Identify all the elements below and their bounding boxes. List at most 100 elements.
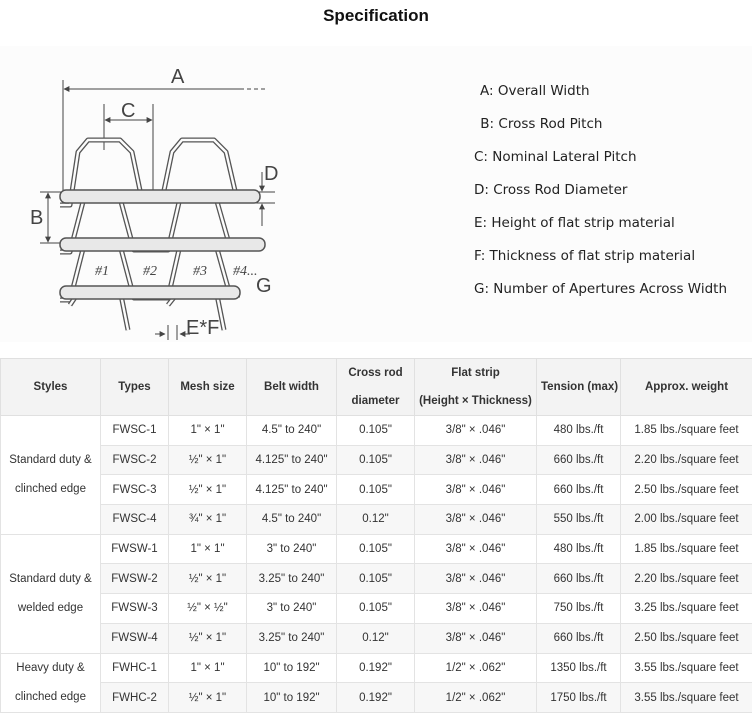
flat-strip-cell: 1/2" × .062" <box>415 653 537 683</box>
header-mesh-size: Mesh size <box>169 359 247 416</box>
label-c: C <box>121 100 135 122</box>
type-cell: FWSW-3 <box>101 594 169 624</box>
label-ef: E*F <box>186 317 219 339</box>
style-cell-line: Standard duty & <box>3 446 98 475</box>
tension-cell: 660 lbs./ft <box>537 623 621 653</box>
legend-item-d: D: Cross Rod Diameter <box>470 179 752 212</box>
weight-cell: 1.85 lbs./square feet <box>621 534 752 564</box>
style-cell-line: Heavy duty & <box>3 654 98 683</box>
header-flat-strip-line1: Flat strip <box>419 359 532 387</box>
style-cell-line: clinched edge <box>3 475 98 504</box>
cross-rod-cell: 0.192" <box>337 653 415 683</box>
belt-width-cell: 3" to 240" <box>247 534 337 564</box>
label-g: G <box>256 275 272 297</box>
cross-rod-cell: 0.105" <box>337 475 415 505</box>
legend-item-b: B: Cross Rod Pitch <box>470 113 752 146</box>
belt-width-cell: 4.125" to 240" <box>247 475 337 505</box>
tension-cell: 1350 lbs./ft <box>537 653 621 683</box>
weight-cell: 3.25 lbs./square feet <box>621 594 752 624</box>
mesh-size-cell: 1" × 1" <box>169 534 247 564</box>
type-cell: FWSC-3 <box>101 475 169 505</box>
style-cell: Heavy duty &clinched edge <box>1 653 101 712</box>
belt-width-cell: 3.25" to 240" <box>247 564 337 594</box>
header-cross-rod-diameter: Cross rod diameter <box>337 359 415 416</box>
type-cell: FWSC-4 <box>101 505 169 535</box>
mesh-size-cell: ½" × 1" <box>169 564 247 594</box>
mesh-size-cell: ½" × 1" <box>169 445 247 475</box>
type-cell: FWSC-1 <box>101 416 169 446</box>
cross-rod-cell: 0.105" <box>337 416 415 446</box>
tension-cell: 480 lbs./ft <box>537 416 621 446</box>
mesh-strips <box>60 140 262 330</box>
header-approx-weight: Approx. weight <box>621 359 752 416</box>
weight-cell: 2.20 lbs./square feet <box>621 564 752 594</box>
mesh-size-cell: ½" × 1" <box>169 623 247 653</box>
mesh-size-cell: 1" × 1" <box>169 416 247 446</box>
label-d: D <box>264 163 278 185</box>
weight-cell: 2.20 lbs./square feet <box>621 445 752 475</box>
type-cell: FWHC-2 <box>101 683 169 713</box>
aperture-1-label: #1 <box>95 264 109 279</box>
belt-width-cell: 3" to 240" <box>247 594 337 624</box>
belt-width-cell: 10" to 192" <box>247 653 337 683</box>
style-cell-line: Standard duty & <box>3 565 98 594</box>
legend-item-e: E: Height of flat strip material <box>470 212 752 245</box>
tension-cell: 660 lbs./ft <box>537 445 621 475</box>
tension-cell: 750 lbs./ft <box>537 594 621 624</box>
flat-strip-cell: 3/8" × .046" <box>415 416 537 446</box>
legend-item-f: F: Thickness of flat strip material <box>470 245 752 278</box>
flat-strip-cell: 3/8" × .046" <box>415 475 537 505</box>
type-cell: FWHC-1 <box>101 653 169 683</box>
type-cell: FWSW-1 <box>101 534 169 564</box>
legend-item-c: C: Nominal Lateral Pitch <box>470 146 752 179</box>
belt-width-cell: 4.125" to 240" <box>247 445 337 475</box>
style-cell-line: clinched edge <box>3 683 98 712</box>
tension-cell: 660 lbs./ft <box>537 564 621 594</box>
type-cell: FWSW-2 <box>101 564 169 594</box>
dimension-ef <box>155 325 190 340</box>
flat-strip-cell: 3/8" × .046" <box>415 445 537 475</box>
diagram-panel: A C B D <box>0 46 752 342</box>
header-flat-strip: Flat strip (Height × Thickness) <box>415 359 537 416</box>
header-flat-strip-line2: (Height × Thickness) <box>419 387 532 415</box>
belt-width-cell: 10" to 192" <box>247 683 337 713</box>
tension-cell: 1750 lbs./ft <box>537 683 621 713</box>
flat-strip-cell: 3/8" × .046" <box>415 505 537 535</box>
mesh-size-cell: ½" × ½" <box>169 594 247 624</box>
belt-diagram: A C B D <box>0 46 470 342</box>
label-a: A <box>171 66 185 88</box>
style-cell-line: welded edge <box>3 594 98 623</box>
weight-cell: 3.55 lbs./square feet <box>621 653 752 683</box>
cross-rod-cell: 0.12" <box>337 623 415 653</box>
aperture-4-label: #4... <box>233 264 258 279</box>
tension-cell: 480 lbs./ft <box>537 534 621 564</box>
aperture-2-label: #2 <box>143 264 157 279</box>
header-cross-rod-line1: Cross rod <box>341 359 410 387</box>
cross-rod-cell: 0.105" <box>337 445 415 475</box>
weight-cell: 2.00 lbs./square feet <box>621 505 752 535</box>
tension-cell: 660 lbs./ft <box>537 475 621 505</box>
flat-strip-cell: 3/8" × .046" <box>415 564 537 594</box>
tension-cell: 550 lbs./ft <box>537 505 621 535</box>
cross-rod-cell: 0.105" <box>337 564 415 594</box>
label-b: B <box>30 207 43 229</box>
specification-table: Styles Types Mesh size Belt width Cross … <box>0 358 752 713</box>
header-tension: Tension (max) <box>537 359 621 416</box>
type-cell: FWSC-2 <box>101 445 169 475</box>
belt-width-cell: 3.25" to 240" <box>247 623 337 653</box>
weight-cell: 1.85 lbs./square feet <box>621 416 752 446</box>
weight-cell: 3.55 lbs./square feet <box>621 683 752 713</box>
type-cell: FWSW-4 <box>101 623 169 653</box>
weight-cell: 2.50 lbs./square feet <box>621 475 752 505</box>
legend-item-g: G: Number of Apertures Across Width <box>470 278 752 311</box>
